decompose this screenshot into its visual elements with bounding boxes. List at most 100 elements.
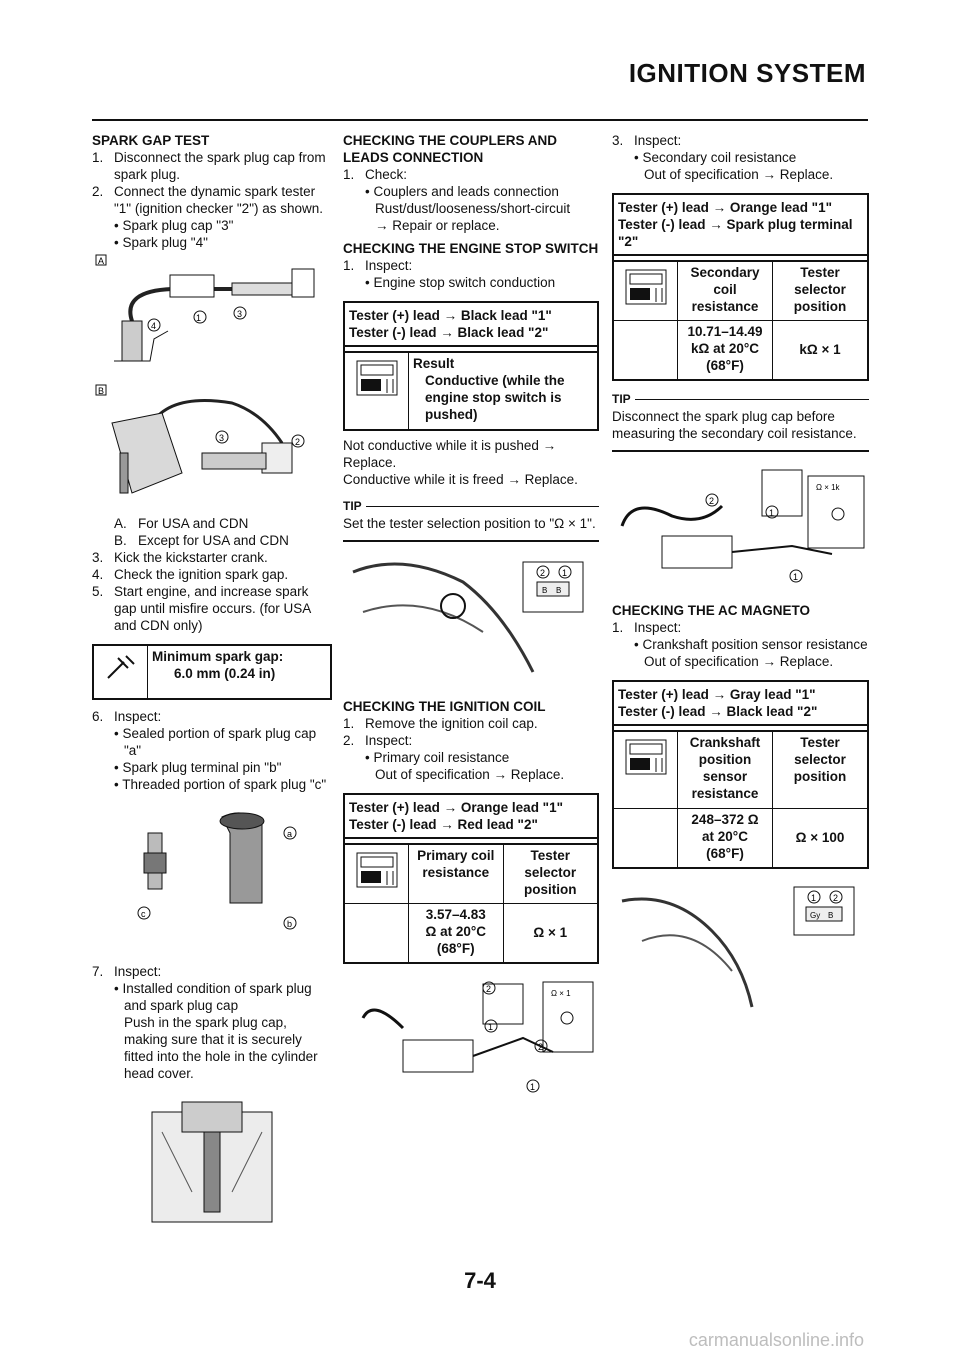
bullet-7-sub: Push in the spark plug cap, making sure … [124, 1015, 318, 1081]
bullet-primary-coil: • Primary coil resistance [365, 749, 510, 765]
bullet-installed-condition: • Installed condition of spark plug and … [114, 981, 312, 1013]
svg-text:4: 4 [151, 321, 156, 331]
stop-lead-minus: Tester (-) lead → Black lead "2" [349, 325, 549, 340]
tip-text-2: Disconnect the spark plug cap before mea… [612, 409, 857, 441]
svg-text:1: 1 [530, 1082, 535, 1092]
bullet-couplers: • Couplers and leads connection [365, 184, 559, 199]
svg-text:1: 1 [562, 568, 567, 578]
fig-label-a: A [98, 256, 104, 266]
spark-gap-heading: SPARK GAP TEST [92, 133, 210, 148]
figure-spark-tester-b: B 3 2 [92, 383, 332, 515]
couplers-sub: Rust/dust/looseness/short-circuit [375, 201, 571, 216]
multimeter-icon [345, 353, 409, 429]
stop-step-1: 1.Inspect: [343, 258, 413, 273]
svg-text:1: 1 [811, 893, 816, 903]
coil-step-1: 1.Remove the ignition coil cap. [343, 715, 538, 731]
coil-sub: Out of specification → Replace. [375, 766, 565, 782]
para-not-conductive: Not conductive while it is pushed → Repl… [343, 438, 557, 470]
figure-cylinder-head [92, 1092, 332, 1242]
tip-header-2: TIP [612, 391, 869, 408]
svg-text:1: 1 [488, 1022, 493, 1032]
svg-text:B: B [98, 386, 104, 396]
svg-text:2: 2 [709, 496, 714, 506]
svg-text:B: B [542, 586, 547, 595]
couplers-step-1: 1.Check: [343, 167, 408, 182]
figure-spark-plug-cap: a b c [92, 793, 332, 963]
sec-lead-plus: Tester (+) lead → Orange lead "1" [618, 200, 832, 215]
step-3: 3.Kick the kickstarter crank. [92, 550, 268, 565]
step-7: 7.Inspect: [92, 964, 162, 979]
figure-secondary-coil-test: Ω × 1k 2 1 1 [612, 466, 869, 596]
svg-text:3: 3 [219, 433, 224, 443]
spec-label: Minimum spark gap: [152, 649, 284, 664]
svg-text:3: 3 [237, 309, 242, 319]
crankshaft-sensor-table: Tester (+) lead → Gray lead "1" Tester (… [612, 679, 869, 869]
bullet-spark-plug: • Spark plug "4" [114, 235, 208, 250]
couplers-sub-b: → Repair or replace. [375, 218, 500, 233]
watermark: carmanualsonline.info [688, 1330, 864, 1350]
wrench-icon [94, 646, 148, 698]
coil-lead-plus: Tester (+) lead → Orange lead "1" [349, 799, 563, 815]
secondary-coil-table: Tester (+) lead → Orange lead "1" Tester… [612, 193, 869, 381]
sec-v2: kΩ × 1 [799, 342, 841, 357]
coil-v2: Ω × 1 [533, 924, 568, 940]
coil-h1: Primary coil resistance [409, 844, 504, 903]
svg-text:b: b [287, 919, 292, 929]
ac-v2: Ω × 100 [795, 829, 845, 845]
svg-text:Ω × 1: Ω × 1 [551, 989, 571, 998]
bullet-threaded-portion: • Threaded portion of spark plug "c" [114, 777, 327, 792]
stop-lead-plus: Tester (+) lead → Black lead "1" [349, 308, 552, 323]
ac-lead-plus: Tester (+) lead → Gray lead "1" [618, 686, 816, 702]
column-2: CHECKING THE COUPLERS AND LEADS CONNECTI… [343, 128, 599, 1098]
figure-spark-tester-a: A 1 3 4 [92, 251, 332, 383]
result-label: Result [413, 356, 455, 371]
step-5: 5.Start engine, and increase spark gap u… [92, 584, 311, 633]
ac-sub: Out of specification → Replace. [644, 653, 834, 669]
step-4: 4.Check the ignition spark gap. [92, 567, 289, 582]
svg-text:2: 2 [538, 1042, 543, 1052]
ac-magneto-heading: CHECKING THE AC MAGNETO [612, 602, 811, 618]
bullet-spark-plug-cap: • Spark plug cap "3" [114, 218, 234, 233]
coil-step-2: 2.Inspect: [343, 732, 413, 748]
bullet-secondary-coil: • Secondary coil resistance [634, 150, 797, 165]
svg-text:1: 1 [769, 508, 774, 518]
tip-text: Set the tester selection position to "Ω … [343, 516, 596, 531]
sec-sub: Out of specification → Replace. [644, 167, 834, 182]
spec-value: 6.0 mm (0.24 in) [174, 666, 276, 681]
ac-h1: Crankshaft position sensor resistance [678, 731, 773, 808]
figure-primary-coil-test: Ω × 1 2 1 2 1 [343, 978, 599, 1098]
svg-text:1: 1 [196, 313, 201, 323]
svg-text:2: 2 [833, 893, 838, 903]
sec-lead-minus: Tester (-) lead → Spark plug terminal "2… [618, 217, 853, 249]
svg-text:Ω × 1k: Ω × 1k [816, 483, 841, 492]
svg-text:B: B [556, 586, 561, 595]
svg-text:B: B [828, 911, 833, 920]
sec-h2: Tester selector position [793, 265, 847, 314]
figure-crankshaft-sensor-location: Gy B 1 2 [612, 881, 869, 1011]
column-3: 3.Inspect: • Secondary coil resistance O… [612, 128, 869, 1011]
page-number: 7-4 [464, 1268, 496, 1293]
bullet-sealed-portion: • Sealed portion of spark plug cap "a" [114, 726, 317, 758]
column-1: SPARK GAP TEST 1.Disconnect the spark pl… [92, 128, 332, 1242]
figure-ignition-coil-location: B B 2 1 [343, 552, 599, 692]
svg-text:a: a [287, 829, 292, 839]
sec-h1: Secondary coil resistance [678, 262, 773, 320]
para-conductive: Conductive while it is freed → Replace. [343, 472, 578, 487]
spec-spark-gap: Minimum spark gap: 6.0 mm (0.24 in) [92, 644, 332, 700]
svg-text:1: 1 [793, 572, 798, 582]
bullet-terminal-pin: • Spark plug terminal pin "b" [114, 760, 282, 775]
step-6: 6.Inspect: [92, 709, 162, 724]
primary-coil-table: Tester (+) lead → Orange lead "1" Tester… [343, 792, 599, 964]
page-title: IGNITION SYSTEM [628, 58, 866, 88]
svg-text:Gy: Gy [810, 911, 820, 920]
stop-switch-table: Tester (+) lead → Black lead "1" Tester … [343, 301, 599, 431]
svg-text:c: c [141, 909, 146, 919]
bullet-stop-switch: • Engine stop switch conduction [365, 275, 556, 290]
coil-lead-minus: Tester (-) lead → Red lead "2" [349, 816, 538, 832]
ac-step-1: 1.Inspect: [612, 619, 682, 635]
sec-step-3: 3.Inspect: [612, 133, 682, 148]
note-a: A. For USA and CDN [114, 516, 249, 531]
